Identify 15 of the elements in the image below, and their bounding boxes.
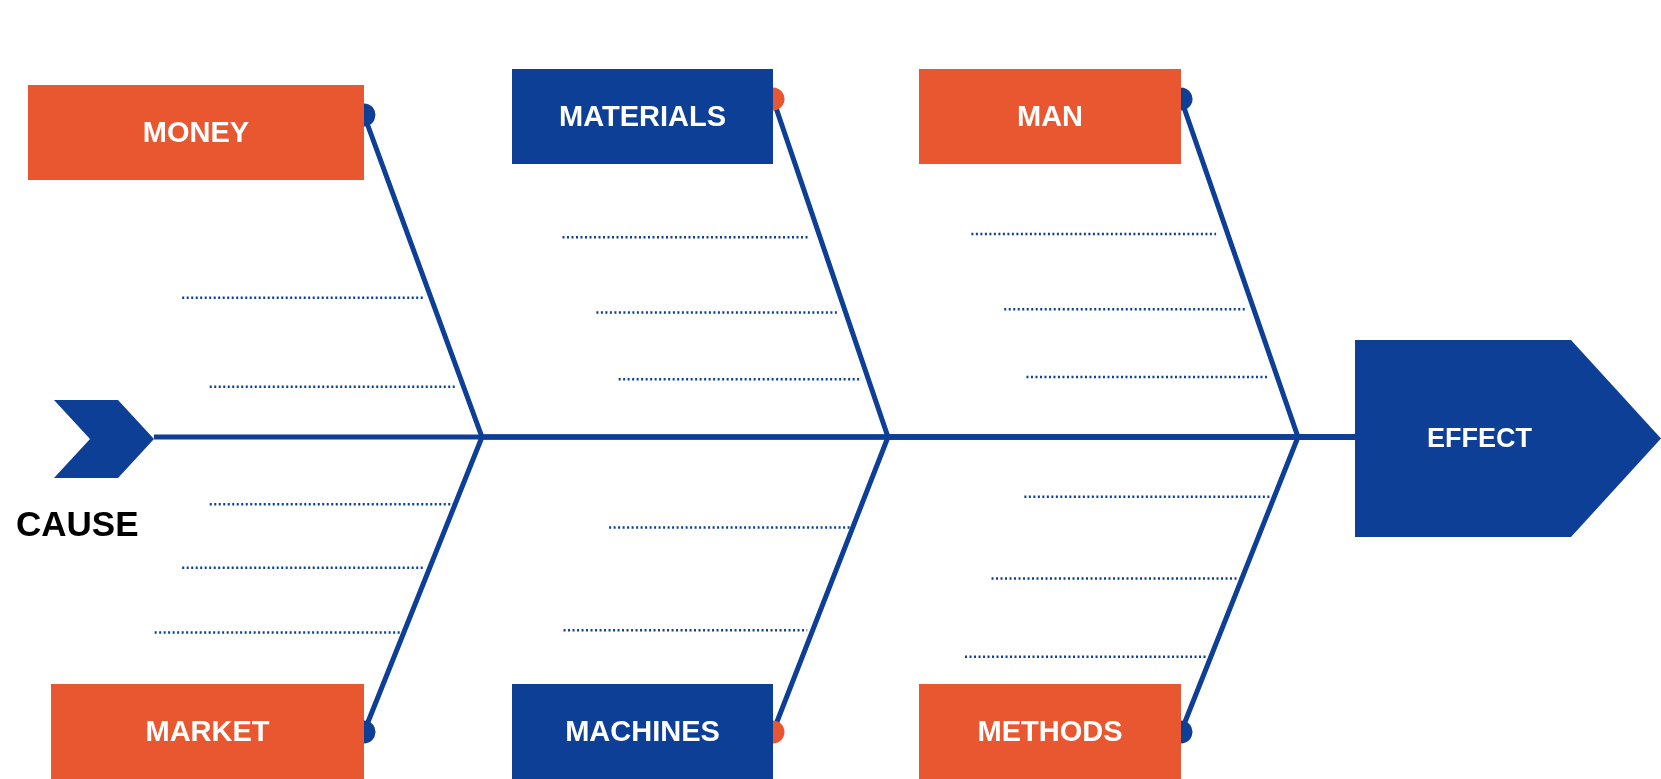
category-box bbox=[919, 684, 1181, 779]
effect-pentagon bbox=[1355, 340, 1661, 537]
category-box bbox=[51, 684, 364, 779]
category-box bbox=[512, 684, 773, 779]
category-box bbox=[512, 69, 773, 164]
category-label: MACHINES bbox=[565, 715, 720, 748]
category-label: MAN bbox=[1016, 100, 1083, 133]
category-label: METHODS bbox=[977, 715, 1123, 748]
category-label: MATERIALS bbox=[559, 100, 726, 133]
category-label: MONEY bbox=[142, 116, 250, 149]
category-label: MARKET bbox=[145, 715, 270, 748]
effect-label: EFFECT bbox=[1427, 423, 1532, 454]
cause-label: CAUSE bbox=[16, 504, 139, 544]
category-box bbox=[919, 69, 1181, 164]
category-box bbox=[28, 85, 364, 180]
